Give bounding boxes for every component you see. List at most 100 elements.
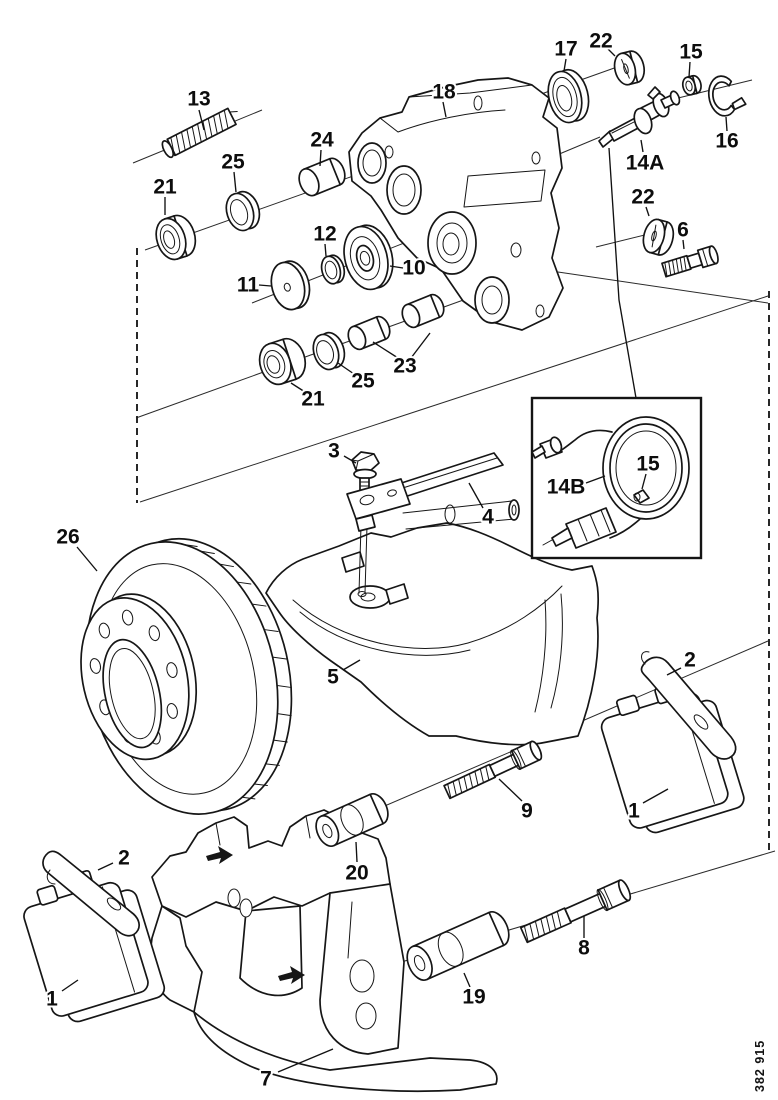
callout-leader-26: [76, 546, 98, 572]
callout-label-1: 1: [628, 800, 640, 823]
callout-label-14A: 14A: [626, 152, 665, 175]
part-14b-sensor-with-cable: [531, 416, 690, 549]
callout-leader-5: [342, 659, 361, 671]
assembly-direction-arrow: [278, 966, 305, 984]
detail-inset-box: [530, 396, 703, 560]
callout-label-11: 11: [237, 274, 260, 297]
callout-label-17: 17: [554, 38, 577, 61]
detail-reference-line: [608, 147, 637, 399]
callout-leader-15: [688, 61, 691, 78]
callout-label-16: 16: [715, 130, 738, 153]
part-22-cover-upper: [613, 50, 646, 86]
callout-label-15: 15: [636, 453, 660, 476]
part-2-pad-spring-right: [640, 651, 737, 760]
callout-leader-21: [290, 382, 306, 393]
callout-leader-2: [97, 862, 114, 871]
callout-leader-1: [642, 788, 669, 804]
callout-leader-15: [641, 473, 647, 490]
part-23-bushings: [347, 293, 445, 351]
part-22-cover-lower: [642, 218, 675, 256]
callout-label-18: 18: [432, 81, 456, 104]
part-21-seal-cap-upper: [155, 214, 197, 261]
callout-leader-2: [666, 667, 682, 676]
callout-label-6: 6: [677, 219, 689, 242]
part-13-tensioner-spring: [161, 107, 238, 159]
callout-label-2: 2: [684, 649, 696, 672]
retainer-bracket: [346, 478, 411, 532]
callout-leader-4: [468, 482, 484, 509]
callout-leader-20: [355, 841, 358, 863]
part-21-seal-cap-lower: [258, 337, 307, 386]
callout-leader-16: [725, 116, 728, 132]
part-8-guide-bolt: [519, 879, 632, 944]
callout-leader-14B: [585, 475, 606, 484]
callout-leader-17: [563, 58, 567, 72]
callout-leader-22: [645, 206, 650, 217]
part-5-caliper-body: [265, 499, 600, 746]
callout-leader-13: [198, 109, 205, 131]
callout-leader-9: [498, 778, 523, 802]
part-16-retaining-clip: [707, 75, 747, 117]
callout-leader-22: [607, 48, 616, 57]
part-2-pad-spring-left: [42, 850, 141, 937]
callout-label-13: 13: [187, 88, 210, 111]
figure-number: 382 915: [753, 1040, 767, 1092]
part-19-guide-bushing: [406, 911, 510, 981]
callout-label-26: 26: [56, 526, 79, 549]
callout-label-3: 3: [328, 440, 340, 463]
part-18-caliper-housing: [348, 77, 564, 331]
callout-leader-3: [343, 455, 357, 464]
callout-label-14B: 14B: [547, 476, 586, 499]
part-9-guide-bolt: [443, 740, 543, 800]
part-24-guide-bushing: [298, 157, 346, 197]
callout-leader-23: [372, 341, 399, 359]
callout-leader-25: [233, 171, 237, 193]
assembly-direction-arrow: [206, 846, 233, 864]
callout-label-5: 5: [327, 666, 339, 689]
callout-leader-6: [682, 239, 685, 250]
callout-label-2: 2: [118, 847, 130, 870]
part-15-nut: [681, 74, 702, 96]
callout-label-23: 23: [393, 355, 416, 378]
callout-leader-14A: [640, 139, 644, 153]
part-6-bolt: [661, 245, 719, 278]
callout-leader-25: [337, 362, 355, 375]
callout-label-10: 10: [402, 257, 425, 280]
disc-vent-hatching: [183, 543, 292, 800]
callout-label-21: 21: [301, 388, 325, 411]
part-25-seal-ring-lower: [312, 331, 346, 371]
callout-leader-23: [410, 332, 431, 359]
callout-leader-10: [389, 265, 404, 269]
part-15-sensor-screw: [633, 489, 650, 504]
callout-label-22: 22: [631, 186, 654, 209]
callout-label-25: 25: [221, 151, 245, 174]
callout-label-25: 25: [351, 370, 375, 393]
callout-label-22: 22: [589, 30, 612, 53]
callout-label-20: 20: [345, 862, 368, 885]
part-14a-adjuster-spindle: [598, 86, 681, 148]
callout-label-7: 7: [260, 1068, 272, 1091]
callout-leader-24: [319, 149, 322, 167]
callout-leader-1: [61, 979, 79, 992]
callout-label-19: 19: [462, 986, 485, 1009]
callout-label-21: 21: [153, 176, 177, 199]
callout-label-4: 4: [482, 506, 494, 529]
callout-label-8: 8: [578, 937, 590, 960]
part-10-thrust-plate: [343, 224, 394, 291]
callout-label-15: 15: [679, 41, 703, 64]
part-12-o-ring: [320, 254, 346, 285]
callout-leader-18: [442, 101, 447, 118]
callout-label-9: 9: [521, 800, 533, 823]
callout-leader-7: [277, 1048, 334, 1073]
callout-label-12: 12: [313, 223, 336, 246]
callout-label-1: 1: [46, 988, 58, 1011]
part-26-brake-disc: [80, 537, 293, 815]
part-20-guide-bushing: [315, 792, 389, 848]
part-25-seal-ring-upper: [225, 190, 261, 232]
callout-label-24: 24: [310, 129, 334, 152]
part-3-bolt-and-push-rod: [351, 451, 380, 597]
part-11-cover-washer: [270, 260, 311, 311]
